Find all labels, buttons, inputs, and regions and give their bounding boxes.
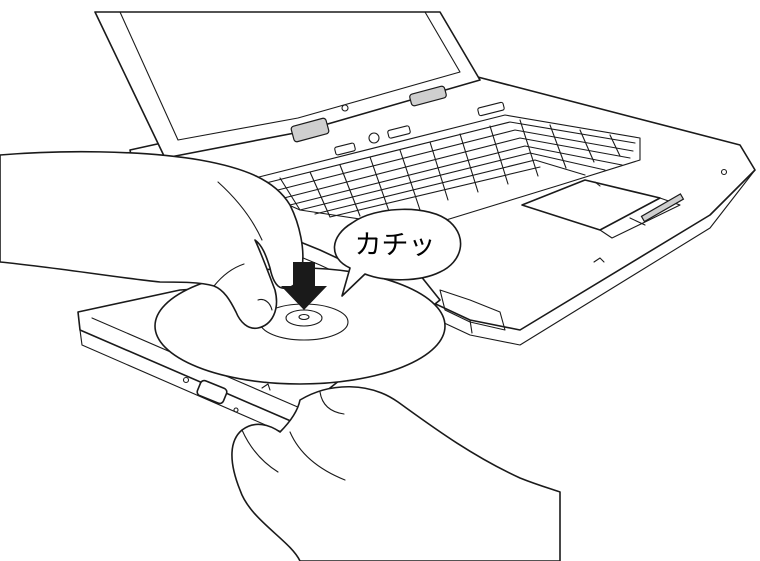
busy-indicator [184,378,189,383]
emergency-eject-hole [234,408,238,412]
click-sound-label: カチッ [355,230,436,261]
